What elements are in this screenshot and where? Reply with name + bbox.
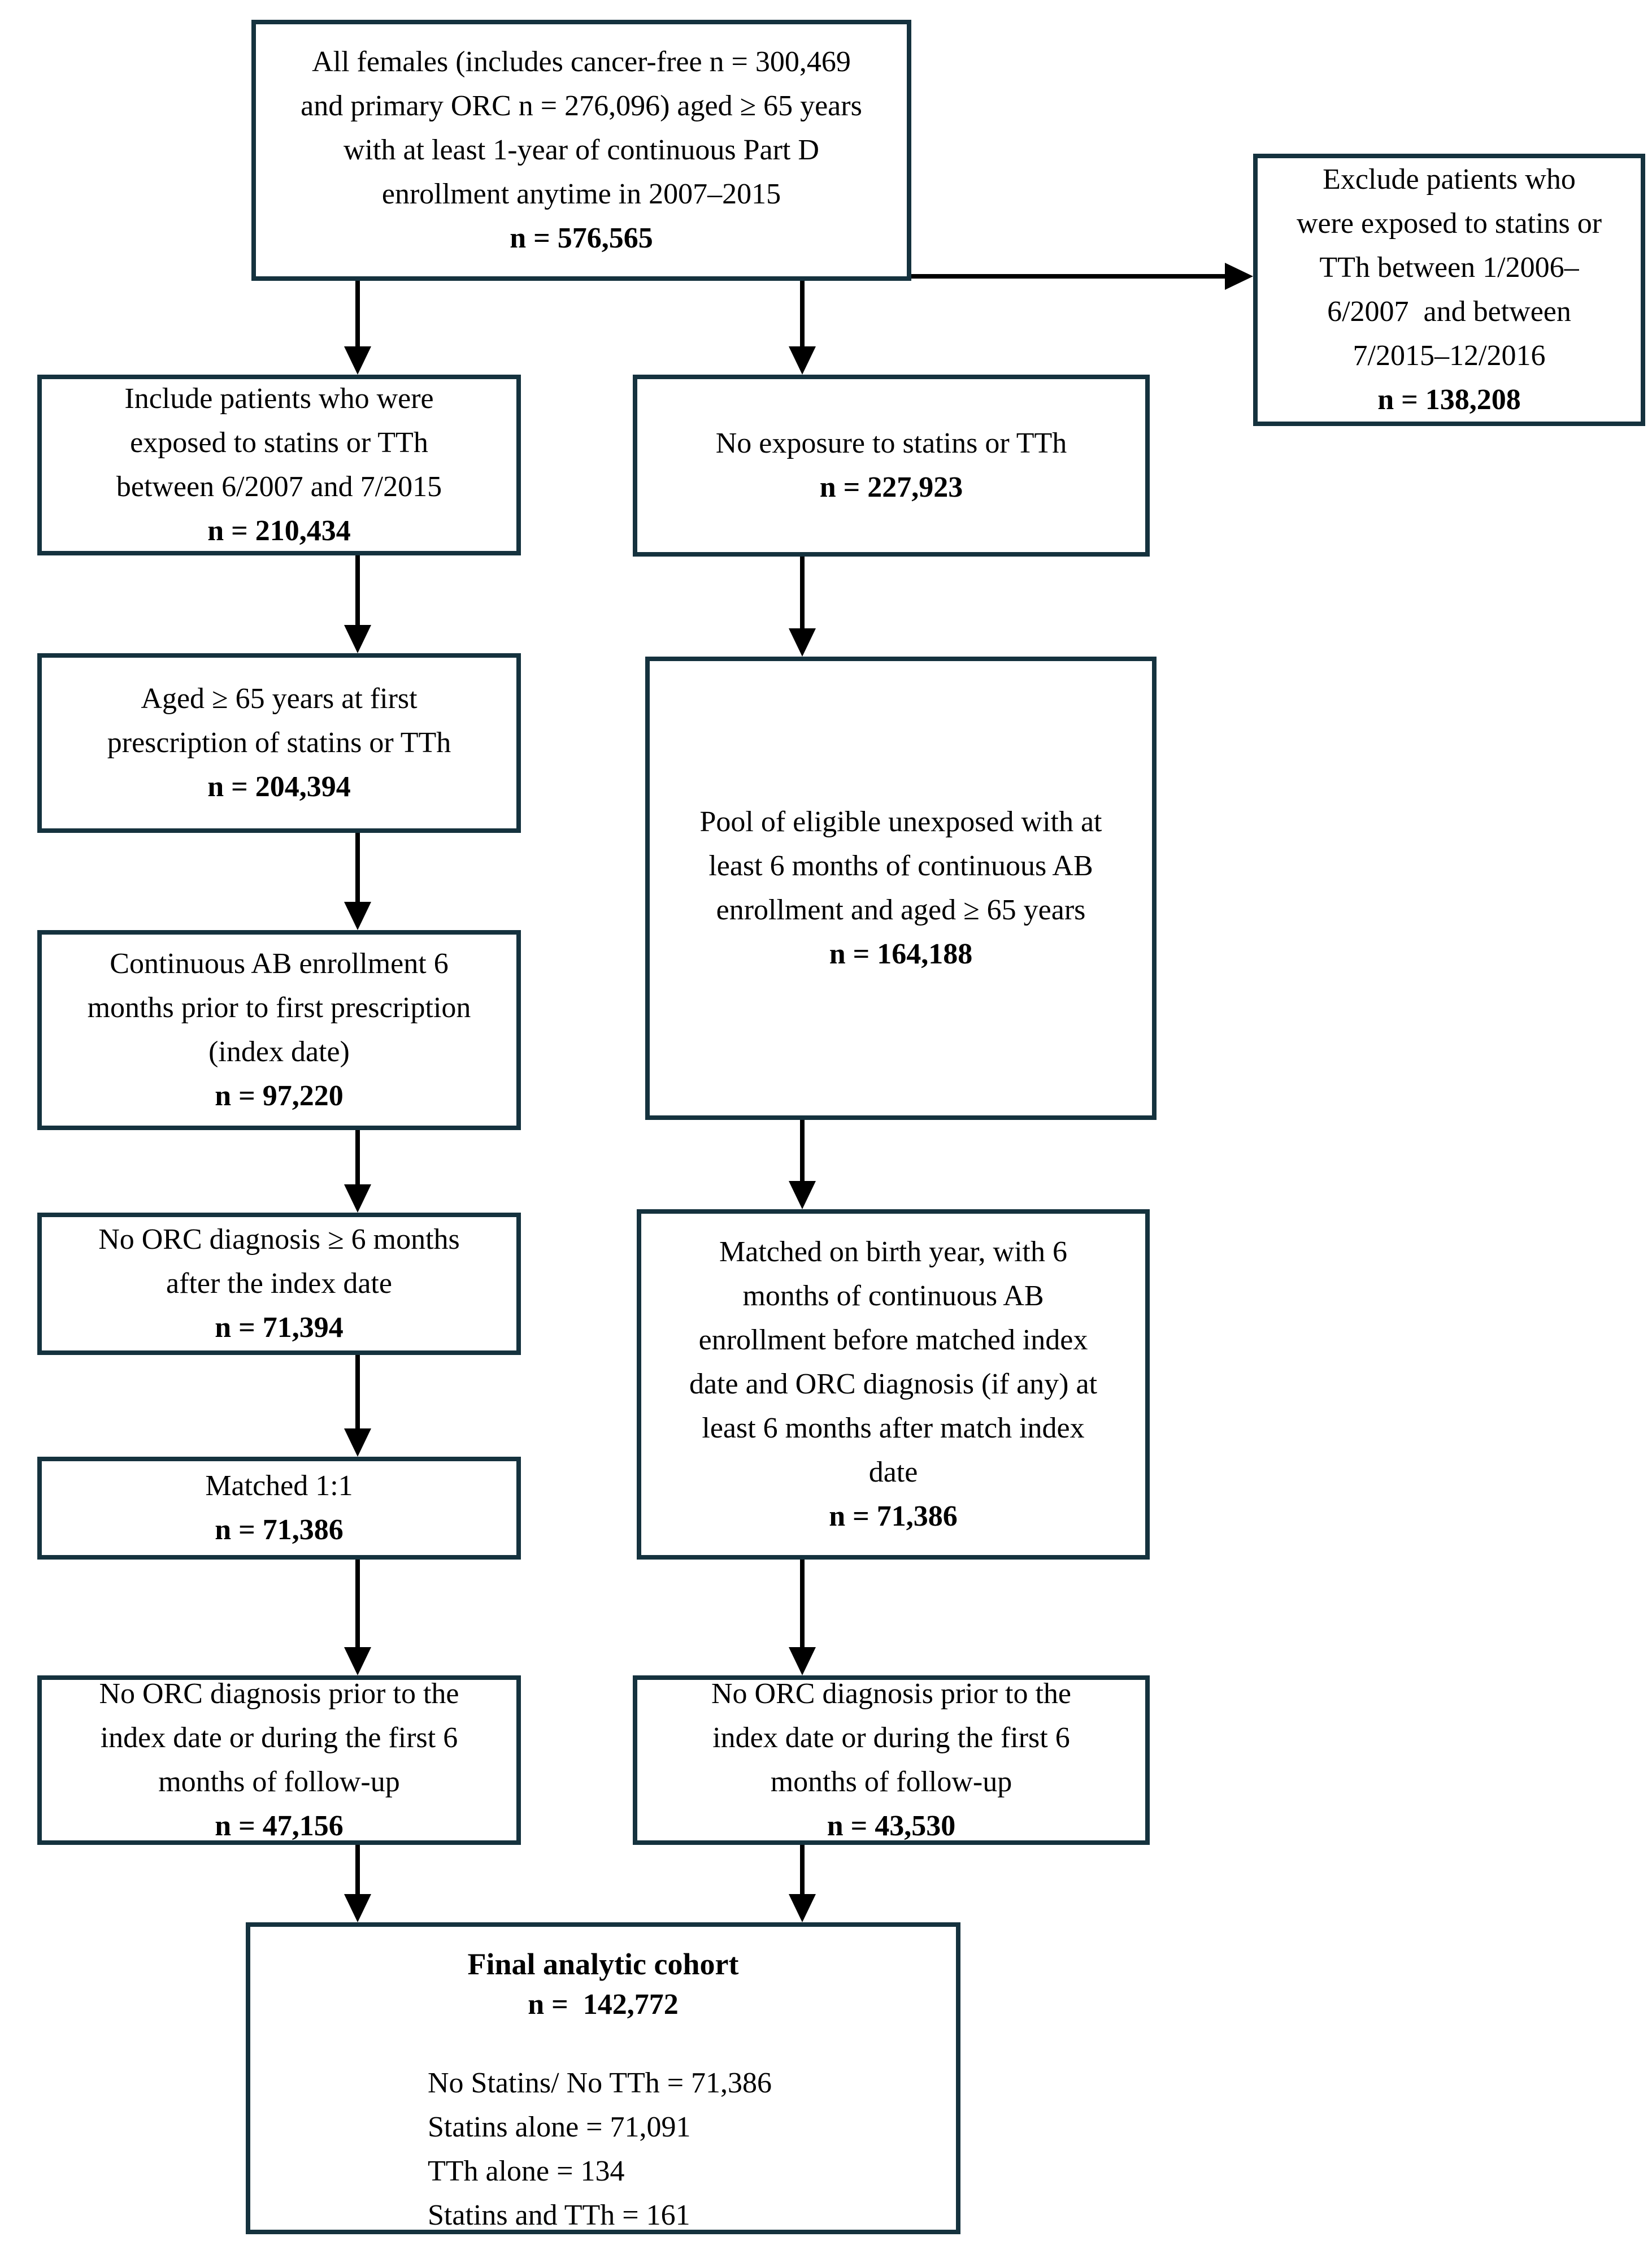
breakdown-line: Statins and TTh = 161	[428, 2199, 690, 2231]
breakdown-line: No Statins/ No TTh = 71,386	[428, 2067, 772, 2099]
breakdown-line: TTh alone = 134	[428, 2155, 625, 2187]
box-text: Include patients who were exposed to sta…	[116, 383, 442, 503]
arrow-down-icon	[789, 1181, 816, 1209]
flow-arrow-down	[355, 1845, 360, 1895]
box-text: No ORC diagnosis ≥ 6 months after the in…	[98, 1223, 460, 1300]
flow-arrow-down	[355, 833, 360, 903]
flow-box-matched-birth-year: Matched on birth year, with 6 months of …	[637, 1209, 1150, 1560]
box-text: All females (includes cancer-free n = 30…	[301, 46, 862, 210]
arrow-down-icon	[789, 1894, 816, 1922]
box-text: No ORC diagnosis prior to the index date…	[99, 1678, 459, 1798]
flow-arrow-down	[800, 281, 805, 348]
flow-box-exclude: Exclude patients who were exposed to sta…	[1253, 154, 1645, 426]
flow-box-aged-65: Aged ≥ 65 years at first prescription of…	[37, 653, 521, 833]
arrow-down-icon	[344, 346, 371, 375]
flow-box-include: Include patients who were exposed to sta…	[37, 375, 521, 555]
box-text: Exclude patients who were exposed to sta…	[1296, 163, 1602, 372]
box-n-value: n = 142,772	[528, 1988, 679, 2021]
box-text: No ORC diagnosis prior to the index date…	[711, 1678, 1071, 1798]
flow-arrow-down	[355, 281, 360, 348]
box-text: Pool of eligible unexposed with at least…	[699, 806, 1102, 926]
box-n-value: n = 227,923	[819, 471, 963, 503]
box-n-value: n = 576,565	[510, 222, 653, 254]
arrow-down-icon	[344, 1894, 371, 1922]
flow-arrow-down	[800, 1845, 805, 1895]
final-cohort-breakdown: No Statins/ No TTh = 71,386 Statins alon…	[258, 2061, 948, 2238]
flow-box-final-cohort: Final analytic cohort n = 142,772 No Sta…	[246, 1922, 960, 2234]
flow-arrow-down	[800, 1560, 805, 1648]
flow-arrow-down	[355, 555, 360, 626]
flow-arrow-down	[800, 557, 805, 629]
flow-box-all-females: All females (includes cancer-free n = 30…	[251, 20, 911, 281]
arrow-right-icon	[1225, 263, 1253, 290]
breakdown-line: Statins alone = 71,091	[428, 2111, 691, 2143]
box-n-value: n = 97,220	[215, 1080, 344, 1112]
flow-box-pool-unexposed: Pool of eligible unexposed with at least…	[645, 657, 1157, 1120]
arrow-down-icon	[344, 1647, 371, 1675]
box-n-value: n = 71,386	[215, 1514, 344, 1546]
flow-arrow-down	[355, 1355, 360, 1430]
arrow-down-icon	[344, 902, 371, 930]
flow-arrow-down	[355, 1130, 360, 1185]
arrow-down-icon	[344, 1428, 371, 1457]
flow-arrow-down	[355, 1560, 360, 1648]
flow-arrow-right	[911, 274, 1226, 279]
box-n-value: n = 204,394	[207, 771, 351, 803]
flow-box-no-exposure: No exposure to statins or TTh n = 227,92…	[633, 375, 1150, 557]
arrow-down-icon	[789, 628, 816, 657]
box-text: No exposure to statins or TTh	[715, 427, 1067, 459]
box-n-value: n = 43,530	[827, 1810, 956, 1842]
arrow-down-icon	[344, 1184, 371, 1213]
arrow-down-icon	[789, 1647, 816, 1675]
flow-box-matched-1-1: Matched 1:1 n = 71,386	[37, 1457, 521, 1560]
flow-arrow-down	[800, 1120, 805, 1182]
box-n-value: n = 138,208	[1377, 384, 1521, 416]
flow-box-no-orc-prior-mid: No ORC diagnosis prior to the index date…	[633, 1675, 1150, 1845]
box-text: Continuous AB enrollment 6 months prior …	[87, 948, 471, 1068]
box-n-value: n = 71,394	[215, 1311, 344, 1344]
box-n-value: n = 47,156	[215, 1810, 344, 1842]
box-n-value: n = 210,434	[207, 515, 351, 547]
flow-box-continuous-ab: Continuous AB enrollment 6 months prior …	[37, 930, 521, 1130]
box-text: Matched 1:1	[205, 1470, 353, 1502]
box-n-value: n = 71,386	[829, 1500, 958, 1532]
flow-box-no-orc-prior-left: No ORC diagnosis prior to the index date…	[37, 1675, 521, 1845]
final-cohort-title: Final analytic cohort	[467, 1947, 739, 1981]
arrow-down-icon	[789, 346, 816, 375]
box-text: Matched on birth year, with 6 months of …	[689, 1236, 1098, 1488]
box-text: Aged ≥ 65 years at first prescription of…	[107, 683, 451, 759]
box-n-value: n = 164,188	[829, 938, 973, 970]
flow-box-no-orc-6-months: No ORC diagnosis ≥ 6 months after the in…	[37, 1213, 521, 1355]
arrow-down-icon	[344, 625, 371, 653]
